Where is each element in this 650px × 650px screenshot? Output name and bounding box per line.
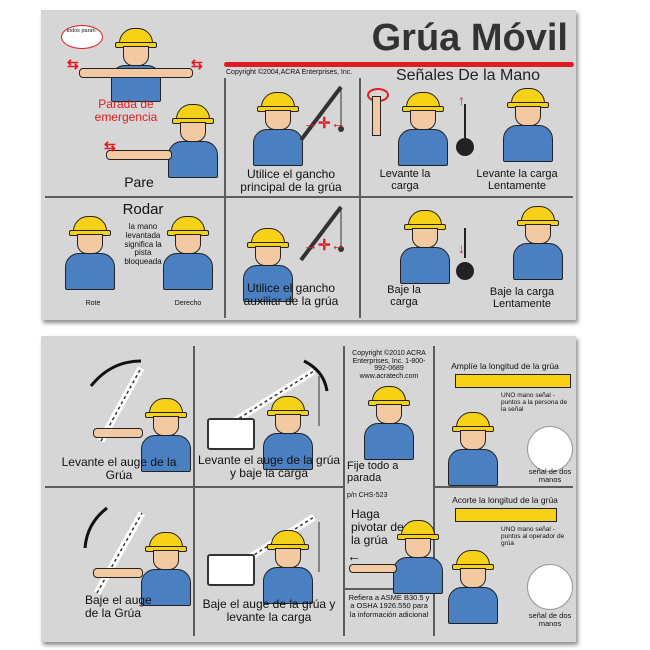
gesture-circle: [527, 426, 573, 472]
two-hands-label: señal de dos manos: [528, 467, 572, 485]
boom-section-icon: [455, 508, 557, 522]
arrow-icon: ⇆: [191, 56, 203, 72]
retract-title: Acorte la longitud de la grúa: [452, 495, 558, 505]
worker-icon: [444, 550, 500, 624]
raise-boom-lower-load-label: Levante el auge de la grúa y baje la car…: [197, 453, 341, 481]
hoist-label: Levante la carga: [379, 168, 431, 193]
up-arrow-icon: ↑: [458, 92, 465, 108]
worker-icon: [396, 210, 452, 284]
copyright: Copyright ©2010 ACRA Enterprises, Inc. 1…: [352, 350, 426, 381]
one-hand-label-2: UNO mano señal - puntos al operador de g…: [501, 526, 565, 548]
aux-hook-label: Utilice el gancho auxiliar de la grúa: [243, 281, 339, 309]
one-hand-label: UNO mano señal - puntos a la persona de …: [501, 392, 568, 414]
arms-outstretched: [79, 68, 193, 78]
worker-icon: [239, 228, 295, 302]
copyright: Copyright ©2004,ACRA Enterprises, Inc.: [226, 69, 353, 76]
arrow-icon: ⇆: [67, 56, 79, 72]
worker-icon: [499, 88, 555, 162]
card-title: Grúa Móvil: [371, 17, 568, 59]
worker-icon: [61, 216, 117, 290]
part-number: p/n CHS-523: [347, 492, 388, 499]
travel-desc: la mano levantada significa la pista blo…: [124, 222, 162, 267]
lower-label: Baje la carga: [387, 284, 421, 309]
bubble-text: todos paran: [66, 28, 96, 34]
arrows-in-icon: →✛←: [303, 237, 346, 254]
lower-slow-label: Baje la carga Lentamente: [489, 286, 555, 311]
arrow-icon: ⇆: [104, 138, 116, 154]
divider: [359, 78, 361, 318]
monitor-icon: [207, 554, 255, 586]
worker-icon: [360, 386, 416, 460]
stop-label: Pare: [124, 174, 154, 190]
worker-icon: [259, 396, 315, 470]
divider: [343, 346, 345, 636]
signal-card-top: Grúa Móvil Copyright ©2004,ACRA Enterpri…: [41, 10, 576, 320]
lower-boom-raise-load-label: Baje el auge de la grúa y levante la car…: [202, 597, 336, 625]
rotate-label: Rote: [85, 300, 101, 307]
arm-raised: [372, 96, 381, 136]
worker-icon: [249, 92, 305, 166]
gesture-circle: [527, 564, 573, 610]
hook-icon: [456, 138, 474, 156]
divider: [45, 196, 573, 198]
divider: [433, 346, 435, 636]
raise-boom-label: Levante el auge de la Grúa: [61, 455, 177, 483]
lower-boom-label: Baje el auge de la Grúa: [85, 593, 152, 621]
worker-icon: [137, 532, 193, 606]
extend-title: Amplíe la longitud de la grúa: [451, 361, 559, 371]
worker-icon: [389, 520, 445, 594]
divider: [343, 588, 433, 590]
divider: [433, 486, 573, 488]
monitor-icon: [207, 418, 255, 450]
subtitle: Señales De la Mano: [395, 67, 541, 84]
crane-boom-icon: [299, 85, 344, 142]
hook-line: [464, 104, 466, 138]
arm-thumb-up: [93, 428, 143, 438]
main-hook-label: Utilice el gancho principal de la grúa: [240, 167, 342, 195]
down-arrow-icon: ↓: [458, 240, 465, 256]
speech-bubble: [61, 25, 103, 49]
hook-icon: [456, 262, 474, 280]
title-underline: [224, 62, 574, 67]
worker-icon: [159, 216, 215, 290]
arm-horizontal: [106, 150, 172, 160]
hook-line: [464, 228, 466, 258]
worker-icon: [259, 530, 315, 604]
worker-icon: [137, 398, 193, 472]
worker-icon: [394, 92, 450, 166]
divider: [224, 78, 226, 318]
stop-all-label: Fije todo a parada: [347, 460, 399, 485]
crane-boom-icon: [83, 506, 146, 595]
worker-icon: [164, 104, 220, 178]
arm-thumb-down: [93, 568, 143, 578]
worker-icon: [444, 412, 500, 486]
signal-card-bottom: Levante el auge de la Grúa Levante el au…: [41, 336, 576, 642]
worker-icon: [107, 28, 163, 102]
right-label: Derecho: [174, 300, 202, 307]
divider: [45, 486, 343, 488]
worker-icon: [509, 206, 565, 280]
boom-section-icon: [455, 374, 571, 388]
reference-note: Refiera a ASME B30.5 y a OSHA 1926.550 p…: [348, 593, 430, 619]
travel-title: Rodar: [122, 201, 164, 218]
left-arrow-icon: ←: [347, 548, 361, 564]
arm-pointing: [349, 564, 397, 573]
hoist-slow-label: Levante la carga Lentamente: [476, 168, 558, 193]
divider: [193, 346, 195, 636]
emergency-label: Parada de emergencia: [94, 97, 158, 125]
swing-label: Haga pivotar de la grúa: [351, 507, 404, 548]
arrows-in-icon: →✛←: [303, 115, 346, 132]
two-hands-label-2: señal de dos manos: [528, 611, 572, 629]
crane-boom-icon: [299, 205, 344, 262]
